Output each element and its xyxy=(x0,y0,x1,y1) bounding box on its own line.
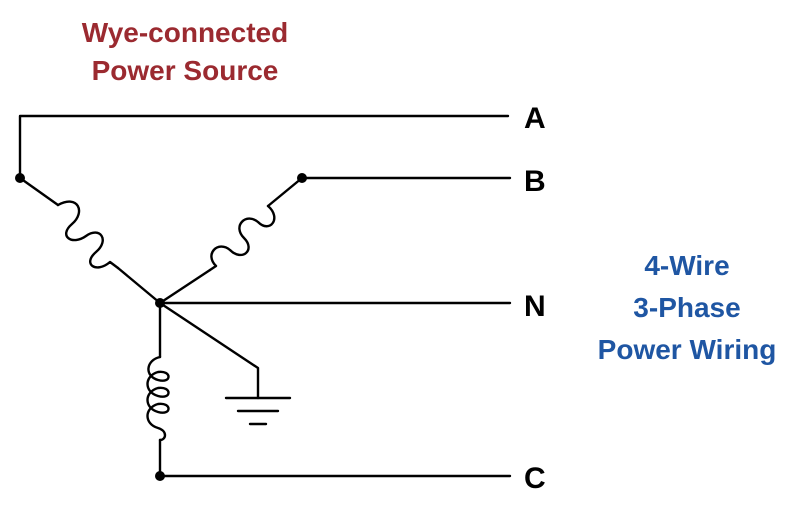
terminal-label-b: B xyxy=(524,165,546,198)
winding-b-lead-bottom xyxy=(158,268,212,305)
winding-a-lead-bottom xyxy=(116,266,162,305)
node-c xyxy=(155,471,165,481)
title-line-1: Wye-connected xyxy=(81,17,289,48)
terminal-label-c: C xyxy=(524,462,546,495)
caption-line-2: 3-Phase xyxy=(633,292,741,323)
winding-b-lead-top xyxy=(266,176,304,208)
winding-a-coil xyxy=(56,200,120,270)
node-b xyxy=(297,173,307,183)
neutral-node xyxy=(155,298,165,308)
ground-lead xyxy=(158,301,260,400)
diagram-caption: 4-Wire 3-Phase Power Wiring xyxy=(582,245,792,371)
ground-icon xyxy=(224,396,292,426)
caption-line-1: 4-Wire xyxy=(644,250,730,281)
terminal-label-a: A xyxy=(524,102,546,135)
node-a xyxy=(15,173,25,183)
winding-c-coil xyxy=(146,355,170,442)
winding-a-lead-top xyxy=(18,176,60,207)
phase-a-wire xyxy=(18,114,510,180)
caption-line-3: Power Wiring xyxy=(597,334,777,365)
terminal-label-n: N xyxy=(524,290,546,323)
winding-b-coil xyxy=(208,204,276,272)
title-line-2: Power Source xyxy=(91,55,279,86)
diagram-title: Wye-connected Power Source xyxy=(20,14,350,90)
